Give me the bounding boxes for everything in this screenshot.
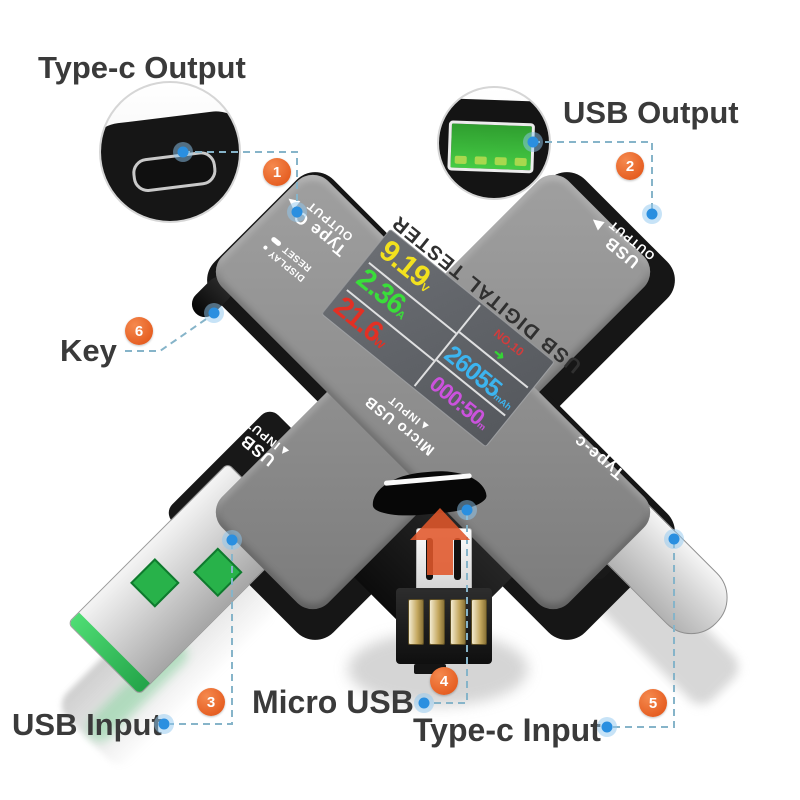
badge-3: 3 bbox=[197, 688, 225, 716]
callout-usb-output: USB Output bbox=[563, 95, 739, 130]
display-indicator-dot bbox=[262, 244, 269, 251]
callout-micro-usb: Micro USB bbox=[252, 684, 414, 720]
closeup-connector-body bbox=[101, 107, 239, 221]
callout-key: Key bbox=[60, 333, 117, 368]
usb-plug-green-tip bbox=[68, 612, 150, 694]
adapter-gold-contact bbox=[471, 599, 487, 645]
micro-usb-adapter-body bbox=[396, 588, 492, 664]
leader-dot bbox=[414, 693, 434, 713]
usb-contact-tab bbox=[514, 157, 527, 167]
badge-1: 1 bbox=[263, 158, 291, 186]
usb-port-tongue bbox=[447, 120, 536, 174]
badge-6: 6 bbox=[125, 317, 153, 345]
micro-usb-adapter-plug bbox=[416, 528, 472, 594]
badge-4: 4 bbox=[430, 667, 458, 695]
usb-contact-tab bbox=[494, 157, 507, 166]
adapter-gold-contact bbox=[408, 599, 424, 645]
reset-indicator-oval bbox=[270, 236, 283, 247]
usb-contact-tab bbox=[454, 155, 467, 165]
adapter-gold-contact bbox=[429, 599, 445, 645]
type-c-slot bbox=[130, 149, 219, 194]
adapter-slot bbox=[454, 538, 461, 580]
callout-type-c-output: Type-c Output bbox=[38, 50, 246, 85]
adapter-gold-contact bbox=[450, 599, 466, 645]
usb-plug-contact-window bbox=[130, 558, 180, 608]
usb-output-closeup bbox=[437, 86, 551, 200]
badge-2: 2 bbox=[616, 152, 644, 180]
leader-dot bbox=[642, 204, 662, 224]
type-c-output-closeup bbox=[99, 81, 241, 223]
callout-usb-input: USB Input bbox=[12, 707, 162, 742]
closeup-connector-body bbox=[439, 97, 549, 198]
capacity-unit: mAh bbox=[491, 391, 514, 412]
callout-type-c-input: Type-c Input bbox=[413, 712, 601, 748]
adapter-slot bbox=[426, 538, 433, 580]
usb-contact-tab bbox=[474, 156, 487, 165]
badge-5: 5 bbox=[639, 689, 667, 717]
usb-plug-contact-window bbox=[193, 547, 243, 598]
